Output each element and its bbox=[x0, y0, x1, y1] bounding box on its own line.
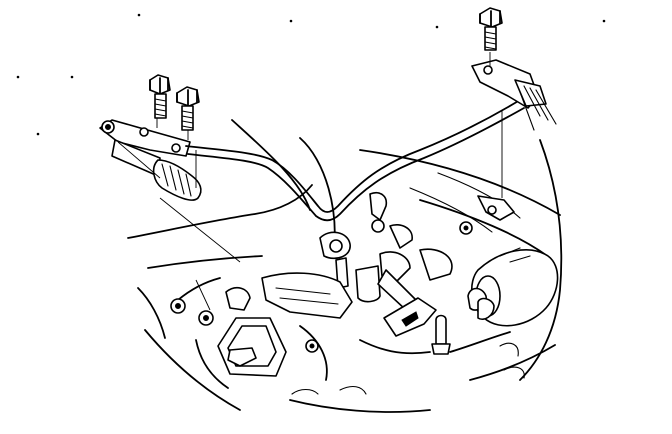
cable-bracket-plate bbox=[383, 297, 437, 337]
linkage-housing bbox=[225, 272, 353, 319]
engine-bay-background bbox=[127, 119, 563, 413]
nut-lower bbox=[305, 339, 319, 353]
nut-center bbox=[198, 310, 214, 326]
clip-right bbox=[477, 195, 515, 221]
mounting-bolt-left bbox=[149, 74, 171, 119]
shift-cylinder-right bbox=[467, 247, 559, 327]
shift-boot bbox=[217, 317, 287, 377]
selector-lever-assembly bbox=[319, 191, 473, 311]
pivot-pin bbox=[431, 314, 451, 355]
shift-control-rod bbox=[185, 99, 525, 222]
scan-speckles bbox=[16, 13, 606, 136]
nut-left bbox=[170, 298, 186, 314]
shift-cable-bracket-right bbox=[471, 59, 557, 131]
mounting-bolt-right bbox=[176, 86, 200, 131]
leader-lines bbox=[156, 52, 503, 311]
transmission-casing bbox=[195, 325, 525, 395]
mounting-bolt-top-right bbox=[479, 7, 503, 51]
shift-cable-bracket-left bbox=[99, 119, 202, 201]
